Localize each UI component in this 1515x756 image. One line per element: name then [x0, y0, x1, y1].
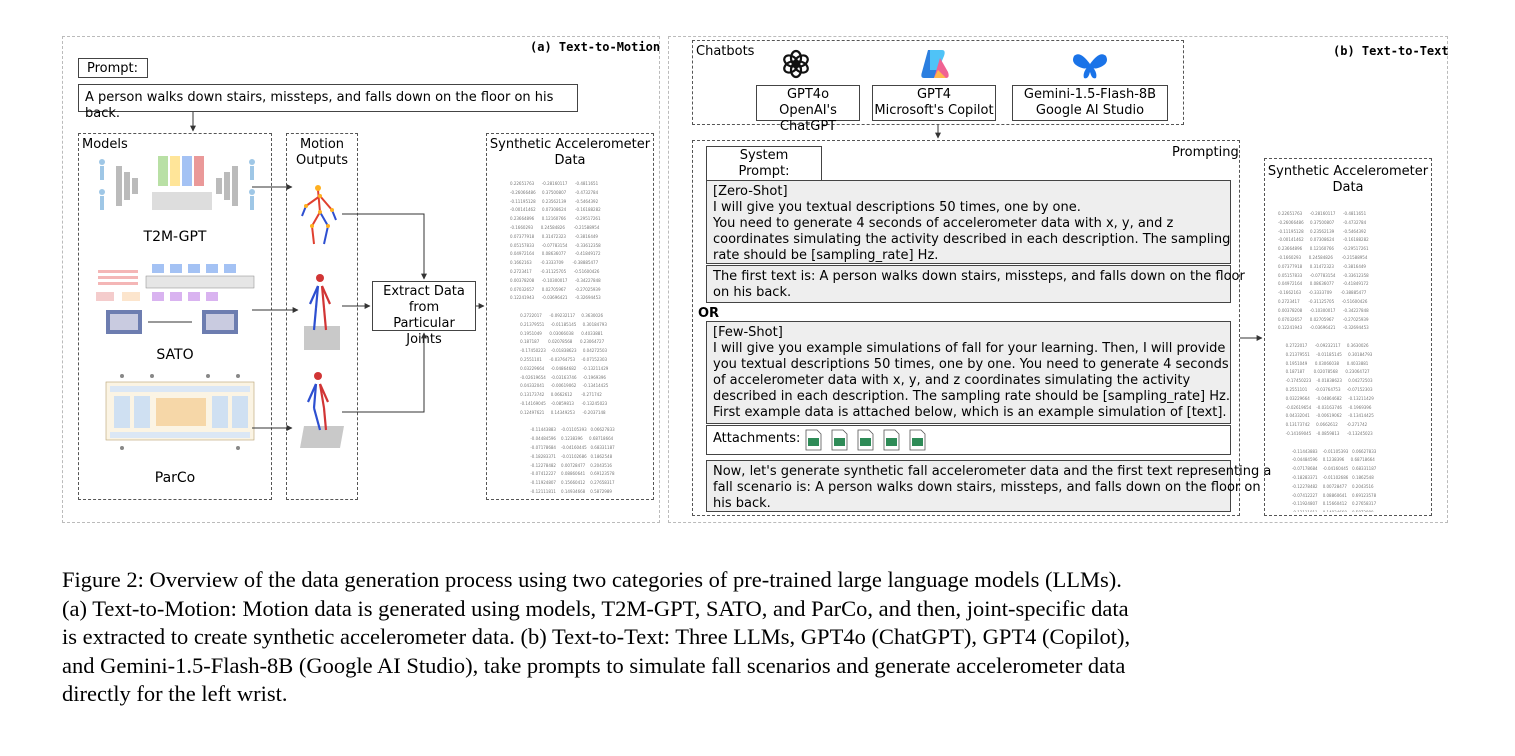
- caption-line-1: Figure 2: Overview of the data generatio…: [62, 567, 1122, 592]
- zero-shot-title: [Zero-Shot]: [713, 184, 788, 199]
- motion-outputs-label: Motion Outputs: [296, 137, 348, 168]
- motion-outputs-box: [286, 133, 358, 500]
- extract-joints-box: Extract Data from Particular Joints: [372, 281, 476, 347]
- caption-line-4: and Gemini-1.5-Flash-8B (Google AI Studi…: [62, 652, 1126, 678]
- caption-line-3: is extracted to create synthetic acceler…: [62, 624, 1131, 649]
- caption-line-2: (a) Text-to-Motion: Motion data is gener…: [62, 595, 1129, 621]
- or-label: OR: [698, 306, 720, 321]
- figure-caption: Figure 2: Overview of the data generatio…: [62, 566, 1482, 709]
- final-line-2: fall scenario is: A person walks down st…: [713, 480, 1261, 495]
- copilot-icon: [918, 48, 952, 80]
- zero-shot-line-4: rate should be [sampling_rate] Hz.: [713, 248, 939, 263]
- chatbot-name: Gemini-1.5-Flash-8B: [1023, 87, 1157, 102]
- chatbot-name: GPT4: [916, 87, 952, 102]
- attachment-files: [804, 428, 934, 452]
- gemini-icon: [1072, 50, 1108, 80]
- first-text-line-1: The first text is: A person walks down s…: [713, 269, 1245, 284]
- motion-output-figure-2: [290, 368, 354, 448]
- caption-line-5: directly for the left wrist.: [62, 681, 288, 706]
- attachments-box: Attachments:: [706, 425, 1231, 455]
- zero-shot-line-3: coordinates simulating the activity desc…: [713, 232, 1231, 247]
- panel-a-frame: [62, 36, 660, 523]
- parco-diagram: [92, 372, 262, 457]
- few-shot-line-3: of accelerometer data with x, y, and z c…: [713, 373, 1191, 388]
- model-label-parco: ParCo: [154, 470, 196, 486]
- t2m-gpt-diagram: [92, 152, 262, 220]
- models-box: [78, 133, 272, 500]
- chatbot-gpt4: GPT4 Microsoft's Copilot: [872, 85, 996, 121]
- prompting-label: Prompting: [1172, 145, 1239, 160]
- chatbots-label: Chatbots: [696, 44, 755, 59]
- chatbot-gemini: Gemini-1.5-Flash-8B Google AI Studio: [1012, 85, 1168, 121]
- few-shot-line-4: described in each description. The sampl…: [713, 389, 1230, 404]
- synthetic-data-a-box: [486, 133, 654, 500]
- final-line-1: Now, let's generate synthetic fall accel…: [713, 464, 1272, 479]
- attachments-label: Attachments:: [713, 431, 801, 446]
- synthetic-data-b-values: 0.22651763 -0.28160117 -0.4811651 -0.260…: [1278, 211, 1377, 512]
- first-text-line-2: on his back.: [713, 285, 792, 300]
- prompt-text: A person walks down stairs, missteps, an…: [78, 84, 578, 121]
- zero-shot-box: [Zero-Shot] I will give you textual desc…: [706, 180, 1231, 264]
- panel-a-title: (a) Text-to-Motion: [530, 40, 661, 54]
- prompt-label: Prompt:: [78, 58, 148, 78]
- chatbot-name: GPT4o: [786, 87, 830, 102]
- synthetic-data-a-label: Synthetic Accelerometer Data: [489, 137, 651, 168]
- few-shot-title: [Few-Shot]: [713, 325, 783, 340]
- chatbot-gpt4o: GPT4o OpenAI's ChatGPT: [756, 85, 860, 134]
- panel-b-frame: [668, 36, 1448, 523]
- zero-shot-line-1: I will give you textual descriptions 50 …: [713, 200, 1081, 215]
- chatbot-sub: Google AI Studio: [1035, 103, 1145, 118]
- first-text-box: The first text is: A person walks down s…: [706, 265, 1245, 303]
- final-prompt-box: Now, let's generate synthetic fall accel…: [706, 460, 1272, 512]
- motion-output-figure-1: [296, 268, 348, 350]
- synthetic-data-a-values: 0.22651763 -0.28160117 -0.4811651 -0.260…: [510, 181, 615, 494]
- few-shot-line-1: I will give you example simulations of f…: [713, 341, 1226, 356]
- system-prompt-label: System Prompt: Zero/Few Shot: [706, 146, 822, 195]
- models-label: Models: [82, 137, 128, 152]
- few-shot-box: [Few-Shot] I will give you example simul…: [706, 321, 1231, 424]
- prompting-box: [692, 140, 1240, 516]
- sato-diagram: [92, 262, 262, 338]
- few-shot-line-2: you textual descriptions 50 times, one b…: [713, 357, 1229, 372]
- few-shot-line-5: First example data is attached below, wh…: [713, 405, 1227, 420]
- panel-b-title: (b) Text-to-Text: [1333, 44, 1449, 58]
- chatbot-sub: Microsoft's Copilot: [874, 103, 994, 118]
- chatbots-box: [692, 40, 1184, 125]
- openai-icon: [780, 48, 812, 80]
- zero-shot-line-2: You need to generate 4 seconds of accele…: [713, 216, 1174, 231]
- synthetic-data-b-box: [1264, 158, 1432, 516]
- motion-output-skeleton: [296, 182, 348, 254]
- synthetic-data-b-label: Synthetic Accelerometer Data: [1267, 164, 1429, 195]
- final-line-3: his back.: [713, 496, 771, 511]
- chatbot-sub: OpenAI's ChatGPT: [779, 103, 837, 134]
- model-label-sato: SATO: [156, 347, 194, 363]
- model-label-t2m-gpt: T2M-GPT: [143, 229, 207, 245]
